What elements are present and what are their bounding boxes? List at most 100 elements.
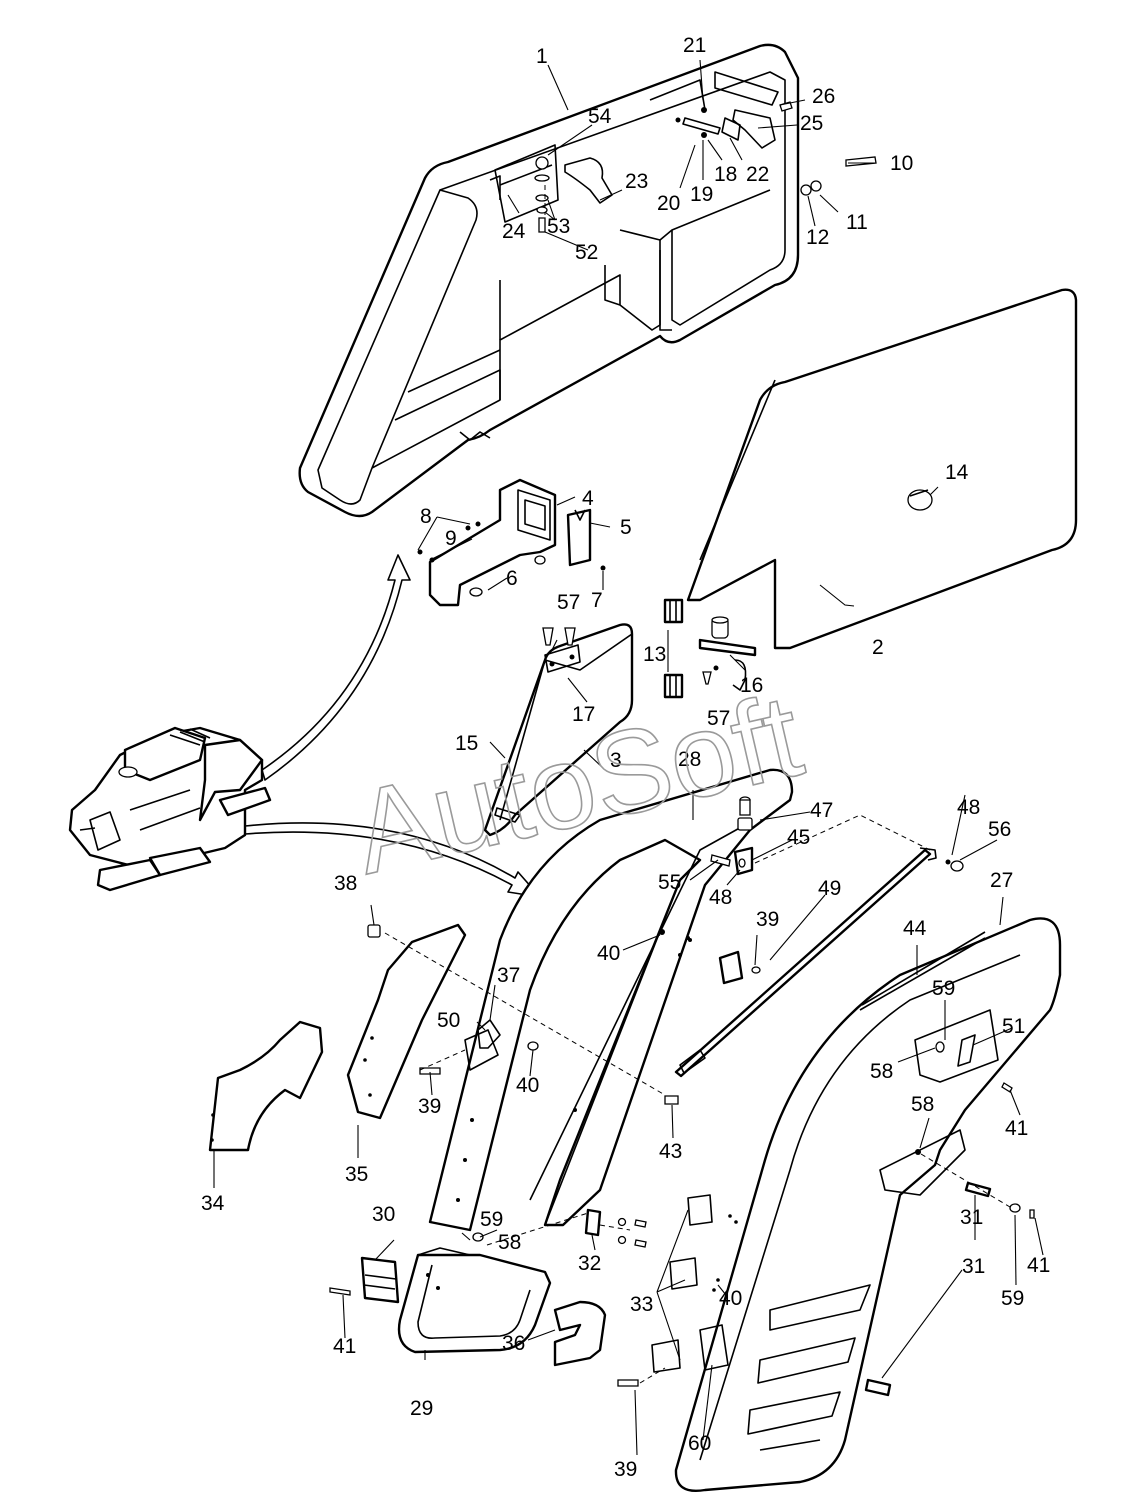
callout-29: 29 <box>410 1397 433 1420</box>
callout-59b: 59 <box>1001 1287 1024 1310</box>
callout-39b: 39 <box>756 908 779 931</box>
callout-19: 19 <box>690 183 713 206</box>
callout-58c: 58 <box>498 1231 521 1254</box>
bracket-23 <box>564 157 613 204</box>
callout-22: 22 <box>746 163 769 186</box>
bracket-assembly-4-9 <box>417 478 606 607</box>
rod-part-49 <box>674 847 964 1078</box>
callout-38: 38 <box>334 872 357 895</box>
bolt-41-left <box>329 1287 351 1296</box>
callout-3: 3 <box>610 749 622 772</box>
callout-17: 17 <box>572 703 595 726</box>
callout-26: 26 <box>812 85 835 108</box>
callout-47: 47 <box>810 799 833 822</box>
callout-40a: 40 <box>597 942 620 965</box>
callout-40c: 40 <box>719 1287 742 1310</box>
panel-part-34 <box>208 1020 324 1152</box>
callout-54: 54 <box>588 105 612 128</box>
callout-15: 15 <box>455 732 478 755</box>
callout-48a: 48 <box>957 796 980 819</box>
callout-41b: 41 <box>1005 1117 1028 1140</box>
callout-34: 34 <box>201 1192 225 1215</box>
frame-part-28 <box>428 768 794 1232</box>
callout-10: 10 <box>890 152 913 175</box>
callout-56: 56 <box>988 818 1011 841</box>
hinge-13-16 <box>663 598 757 699</box>
bolt-39-bottom <box>617 1379 639 1387</box>
callout-59c: 59 <box>480 1208 503 1231</box>
callout-16: 16 <box>740 674 763 697</box>
callout-55: 55 <box>658 871 681 894</box>
callout-49: 49 <box>818 877 841 900</box>
callout-48b: 48 <box>709 886 732 909</box>
panel-part-35 <box>346 923 467 1120</box>
callout-36: 36 <box>502 1332 525 1355</box>
callout-8: 8 <box>420 505 432 528</box>
callout-57b: 57 <box>707 707 730 730</box>
callout-18: 18 <box>714 163 737 186</box>
callout-6: 6 <box>506 567 518 590</box>
nut-40 <box>527 1041 539 1051</box>
callout-39c: 39 <box>614 1458 637 1481</box>
callout-52: 52 <box>575 241 598 264</box>
callout-23: 23 <box>625 170 648 193</box>
callout-39a: 39 <box>418 1095 441 1118</box>
latch-plate <box>718 950 744 985</box>
arrow-to-upper-assembly <box>261 554 411 781</box>
callout-12: 12 <box>806 226 829 249</box>
callout-4: 4 <box>582 487 594 510</box>
bolt-39-left <box>419 1067 441 1075</box>
callout-11: 11 <box>846 211 868 234</box>
pin-18 <box>682 117 721 135</box>
canopy-housing-part-1 <box>298 43 800 518</box>
callout-24: 24 <box>502 220 526 243</box>
callout-7: 7 <box>591 589 603 612</box>
callout-20: 20 <box>657 192 680 215</box>
bolt-55 <box>710 854 731 867</box>
callout-43: 43 <box>659 1140 682 1163</box>
callout-30: 30 <box>372 1203 395 1226</box>
callout-37: 37 <box>497 964 520 987</box>
callout-45: 45 <box>787 826 810 849</box>
callout-labels: 1 2 3 4 5 6 7 8 9 10 11 12 13 14 15 16 1… <box>201 34 1050 1481</box>
latch-31-lower <box>864 1378 892 1397</box>
callout-59a: 59 <box>932 977 955 1000</box>
callout-51: 51 <box>1002 1015 1025 1038</box>
hinge-30 <box>360 1256 400 1304</box>
callout-35: 35 <box>345 1163 368 1186</box>
flange-part-36 <box>553 1300 607 1367</box>
leader-lines <box>213 59 1044 1456</box>
callout-21: 21 <box>683 34 706 57</box>
callout-31a: 31 <box>962 1255 985 1278</box>
callout-40b: 40 <box>516 1074 539 1097</box>
assembly-lines <box>384 185 1011 1384</box>
callout-1: 1 <box>536 45 548 68</box>
callout-60: 60 <box>688 1432 711 1455</box>
callout-33a: 33 <box>630 1293 653 1316</box>
callout-5: 5 <box>620 516 632 539</box>
callout-44: 44 <box>903 917 927 940</box>
callout-58a: 58 <box>870 1060 893 1083</box>
bolt-41-right <box>1029 1209 1035 1219</box>
callout-53: 53 <box>547 215 570 238</box>
bracket-22 <box>721 117 741 141</box>
nut-38 <box>367 924 381 938</box>
bracket-26 <box>714 71 779 106</box>
callout-41a: 41 <box>333 1335 356 1358</box>
callout-13: 13 <box>643 643 666 666</box>
callout-58b: 58 <box>911 1093 934 1116</box>
bracket-25 <box>732 109 776 149</box>
bolt-41-top <box>1001 1082 1013 1093</box>
rear-panel-part-27 <box>651 917 1062 1492</box>
callout-25: 25 <box>800 112 823 135</box>
callout-57a: 57 <box>557 591 580 614</box>
callout-32: 32 <box>578 1252 601 1275</box>
callout-31b: 31 <box>960 1206 983 1229</box>
frame-part-29 <box>397 1232 552 1354</box>
callout-28: 28 <box>678 748 701 771</box>
latch-31 <box>964 1181 992 1198</box>
milling-machine-thumbnail <box>68 726 272 892</box>
callout-14: 14 <box>945 461 969 484</box>
bolt-43 <box>664 1095 679 1105</box>
